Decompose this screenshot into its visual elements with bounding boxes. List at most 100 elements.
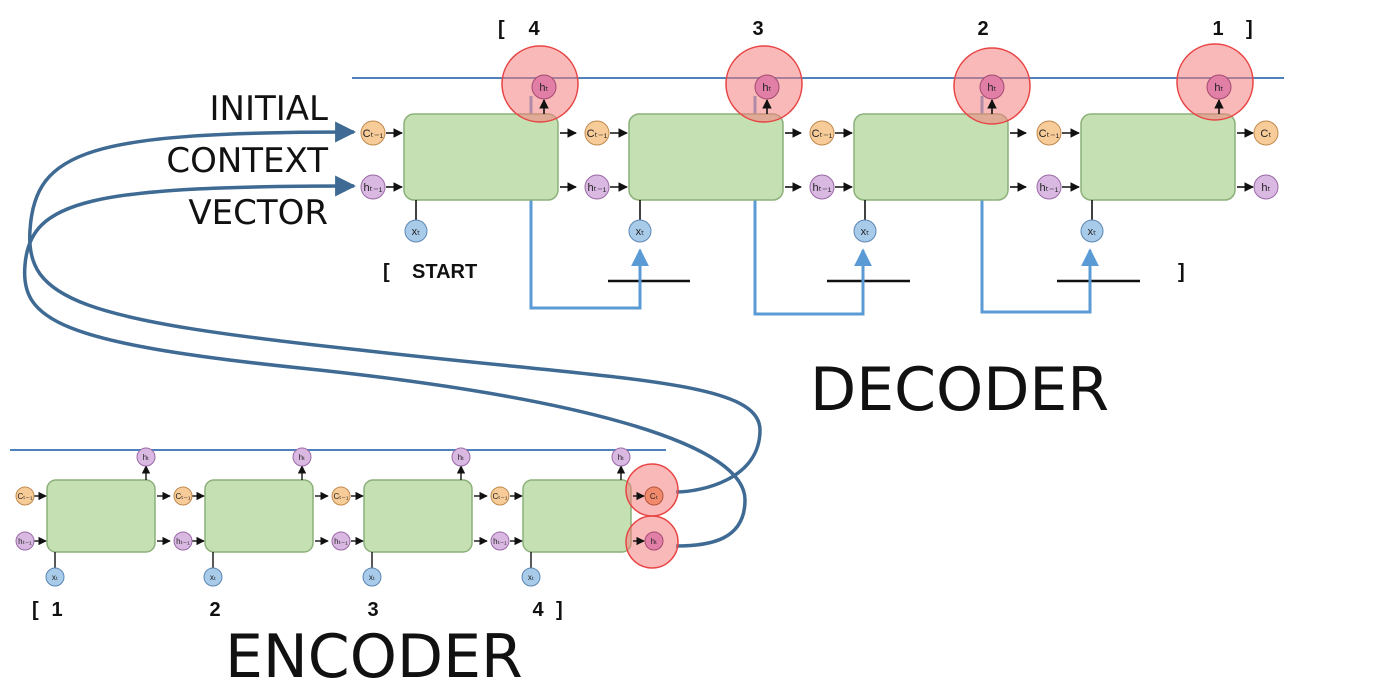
output-label: hₜ [987,82,996,94]
initial-label: INITIAL [210,89,329,129]
hidden-in-label: hₜ₋₁ [1040,182,1059,194]
hidden-in-label: hₜ₋₁ [493,537,507,546]
decoder-feedback-loop [980,96,1099,314]
cell-state-in-label: Cₜ₋₁ [333,492,348,501]
hidden-in-node [809,174,835,200]
context-label: CONTEXT [166,141,328,181]
output-node [979,74,1005,100]
hidden-out-label: hₜ [1261,182,1270,194]
input-label: xₜ [1088,226,1097,238]
output-label: hₜ [458,453,465,462]
hidden-in-label: hₜ₋₁ [18,537,32,546]
context-curve-cell-state [27,121,762,494]
output-node [451,447,471,467]
input-label: xₜ [210,573,216,582]
cell-state-out-node [1253,120,1279,146]
encoder-label: ENCODER [225,622,523,692]
decoder-arrows [386,99,1254,220]
decoder-feedback-loop [529,96,649,310]
cell-state-in-label: Cₜ₋₁ [492,492,507,501]
encoder-arrows [34,465,645,568]
hidden-in-node [360,174,386,200]
output-node [754,74,780,100]
cell-state-in-node [15,486,35,506]
encoder-lstm-cell [46,479,156,553]
decoder-input-close-bracket: ] [1178,261,1185,283]
input-node [362,567,382,587]
decoder-nodes: Cₜ₋₁ hₜ₋₁ xₜ hₜ Cₜ₋₁ hₜ₋₁ xₜ hₜ Cₜ₋₁ hₜ₋… [360,74,1279,243]
decoder-input-open-bracket: [ [383,261,390,283]
cell-state-in-node [331,486,351,506]
decoder-start-token: START [412,261,477,283]
vector-label: VECTOR [188,193,328,233]
decoder-lstm-cell [403,113,559,201]
input-label: xₜ [636,226,645,238]
cell-state-out-label: Cₜ [1260,128,1271,140]
output-label: hₜ [618,453,625,462]
decoder-lstm-cell [1080,113,1236,201]
decoder-output-open-bracket: [ [498,18,505,40]
input-label: xₜ [369,573,375,582]
encoder-input-token: 1 [51,599,62,621]
encoder-input-token: 2 [209,599,220,621]
input-label: xₜ [412,226,421,238]
input-node [853,219,877,243]
input-node [45,567,65,587]
input-node [521,567,541,587]
hidden-in-label: hₜ₋₁ [334,537,348,546]
decoder-label: DECODER [810,355,1109,425]
hidden-in-node [490,531,510,551]
input-node [203,567,223,587]
hidden-in-node [15,531,35,551]
decoder-output-close-bracket: ] [1246,18,1253,40]
cell-state-in-label: Cₜ₋₁ [17,492,32,501]
decoder-output-token: 1 [1212,18,1223,40]
input-label: xₜ [528,573,534,582]
context-curve-hidden-state [22,175,747,548]
cell-state-in-label: Cₜ₋₁ [363,128,384,140]
hidden-in-label: hₜ₋₁ [364,182,383,194]
hidden-in-label: hₜ₋₁ [176,537,190,546]
input-node [628,219,652,243]
hidden-in-node [584,174,610,200]
cell-state-in-label: Cₜ₋₁ [175,492,190,501]
decoder-feedback-loop [753,96,872,316]
encoder-lstm-cell [204,479,314,553]
decoder-cells [403,113,1236,201]
hidden-in-label: hₜ₋₁ [813,182,832,194]
output-label: hₜ [299,453,306,462]
cell-state-in-node [173,486,193,506]
cell-state-in-label: Cₜ₋₁ [812,128,833,140]
decoder-lstm-cell [628,113,784,201]
output-label: hₜ [1214,82,1223,94]
final-hidden-node [644,531,664,551]
output-label: hₜ [539,82,548,94]
cell-state-in-node [584,120,610,146]
encoder-input-token: 3 [367,599,378,621]
encoder-input-close-bracket: ] [556,599,563,621]
encoder-input-open-bracket: [ [32,599,39,621]
output-label: hₜ [143,453,150,462]
encoder-nodes: Cₜ₋₁ hₜ₋₁ xₜ hₜ Cₜ₋₁ hₜ₋₁ xₜ hₜ Cₜ₋₁ hₜ₋… [15,447,664,587]
input-label: xₜ [861,226,870,238]
encoder-lstm-cell [522,479,632,553]
decoder-output-token: 3 [752,18,763,40]
cell-state-in-label: Cₜ₋₁ [1039,128,1060,140]
cell-state-in-node [490,486,510,506]
encoder-cells [46,479,632,553]
decoder-output-token: 4 [528,18,540,40]
decoder-output-token: 2 [977,18,988,40]
final-hidden-label: hₜ [651,537,658,546]
output-node [531,74,557,100]
encoder-input-token: 4 [532,599,544,621]
cell-state-in-label: Cₜ₋₁ [587,128,608,140]
cell-state-in-node [1036,120,1062,146]
final-cell-state-node [644,486,664,506]
input-node [1080,219,1104,243]
output-node [611,447,631,467]
output-node [136,447,156,467]
output-node [1206,74,1232,100]
input-node [404,219,428,243]
decoder-lstm-cell [853,113,1009,201]
